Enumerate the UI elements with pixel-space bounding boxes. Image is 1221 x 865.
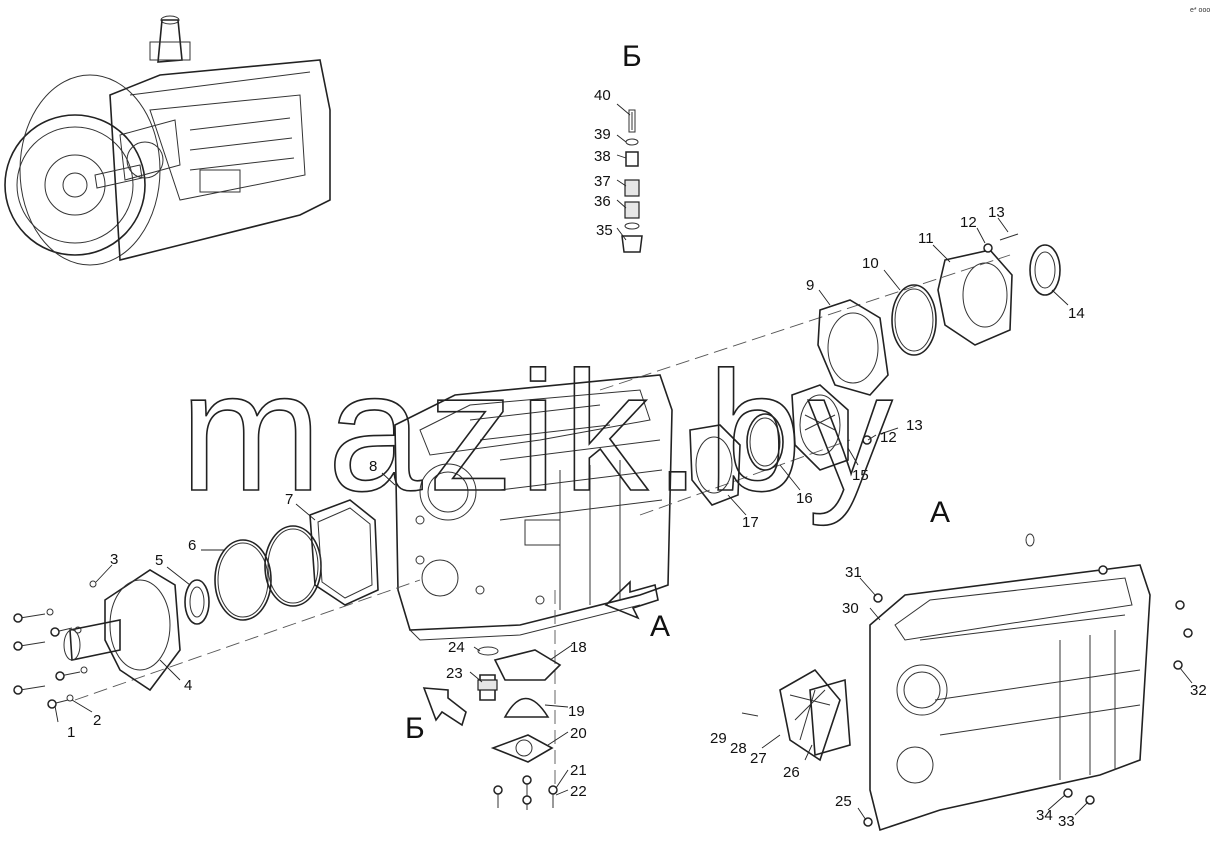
view-a-arrow-label: А <box>650 610 670 643</box>
callout-37: 37 <box>594 173 611 190</box>
callout-38: 38 <box>594 148 611 165</box>
callout-28: 28 <box>730 740 747 757</box>
callout-12-lower: 12 <box>880 429 897 446</box>
callout-22: 22 <box>570 783 587 800</box>
callout-10: 10 <box>862 255 879 272</box>
callout-1: 1 <box>67 724 75 741</box>
callout-34: 34 <box>1036 807 1053 824</box>
front-bolts <box>13 608 88 709</box>
watermark-text: mazik.by <box>180 337 899 527</box>
view-a-housing <box>741 533 1193 832</box>
callout-4: 4 <box>184 677 192 694</box>
callout-39: 39 <box>594 126 611 143</box>
axis-line-front <box>74 579 421 701</box>
callout-13-lower: 13 <box>906 417 923 434</box>
callout-5: 5 <box>155 552 163 569</box>
assembled-gearbox-illustration <box>4 15 331 266</box>
callout-24: 24 <box>448 639 465 656</box>
view-b-arrow <box>422 687 467 727</box>
bottom-cover-parts <box>477 646 562 810</box>
callout-20: 20 <box>570 725 587 742</box>
callout-13: 13 <box>988 204 1005 221</box>
callout-8: 8 <box>369 458 377 475</box>
gearbox-housing <box>394 374 673 641</box>
callout-27: 27 <box>750 750 767 767</box>
callout-labels: 1 2 3 4 5 6 7 8 9 10 11 12 13 14 15 16 1… <box>67 87 1207 830</box>
view-b-arrow-label: Б <box>405 712 425 745</box>
valve-stack-detail <box>621 109 643 253</box>
callout-25: 25 <box>835 793 852 810</box>
callout-33: 33 <box>1058 813 1075 830</box>
view-a-title: А <box>930 496 950 529</box>
callout-17: 17 <box>742 514 759 531</box>
callout-26: 26 <box>783 764 800 781</box>
callout-16: 16 <box>796 490 813 507</box>
callout-30: 30 <box>842 600 859 617</box>
callout-3: 3 <box>110 551 118 568</box>
callout-18: 18 <box>570 639 587 656</box>
callout-29: 29 <box>710 730 727 747</box>
callout-7: 7 <box>285 491 293 508</box>
callout-35: 35 <box>596 222 613 239</box>
callout-14: 14 <box>1068 305 1085 322</box>
callout-21: 21 <box>570 762 587 779</box>
callout-15: 15 <box>852 467 869 484</box>
callout-11: 11 <box>918 230 934 247</box>
front-cover-assembly <box>63 499 379 692</box>
callout-12: 12 <box>960 214 977 231</box>
callout-23: 23 <box>446 665 463 682</box>
callout-31: 31 <box>845 564 862 581</box>
leader-lines <box>54 103 1193 821</box>
rear-cover-assembly <box>689 233 1061 506</box>
callout-19: 19 <box>568 703 585 720</box>
callout-6: 6 <box>188 537 196 554</box>
callout-32: 32 <box>1190 682 1207 699</box>
callout-40: 40 <box>594 87 611 104</box>
callout-2: 2 <box>93 712 101 729</box>
callout-36: 36 <box>594 193 611 210</box>
axis-line-rear-upper <box>599 254 1011 391</box>
view-a-arrow <box>604 580 659 620</box>
axis-line-rear-lower <box>639 439 851 516</box>
corner-mark: е* ооо <box>1190 7 1210 14</box>
callout-9: 9 <box>806 277 814 294</box>
detail-b-title: Б <box>622 40 642 73</box>
